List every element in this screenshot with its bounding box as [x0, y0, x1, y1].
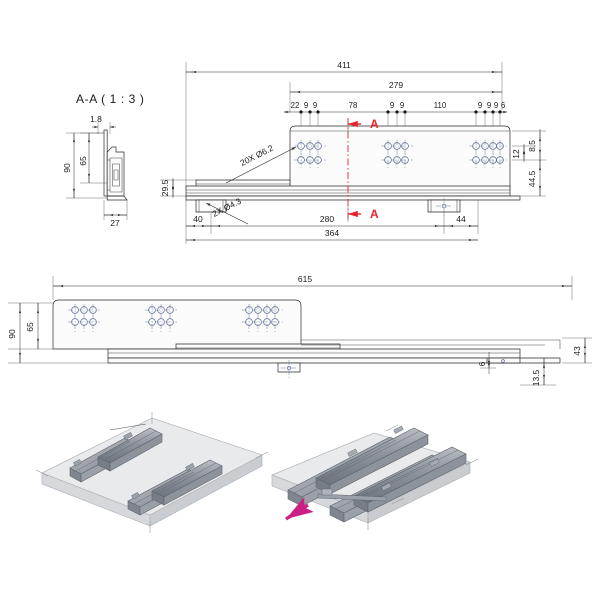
dim-label-8-5: 8.5	[527, 140, 537, 152]
dim-chain-8: 9	[487, 101, 491, 110]
dim-label-thickness: 1.8	[90, 114, 102, 124]
dim-label-364: 364	[325, 228, 339, 238]
section-letter-top: A	[370, 117, 379, 131]
dim-overall-411: 411	[185, 60, 503, 190]
dim-total-height-90: 90	[62, 132, 107, 199]
middle-hole-group-middle	[145, 304, 177, 332]
dim-chain-9: 9	[494, 101, 498, 110]
dim-label-width: 27	[110, 218, 120, 228]
hole-group-right	[469, 140, 508, 170]
dim-label-overall-411: 411	[337, 60, 351, 70]
dim-middle-right-verticals: 43 13.5	[520, 337, 592, 386]
middle-view-body	[52, 299, 561, 378]
iso-view-extended	[271, 424, 479, 530]
dim-label-615: 615	[298, 274, 312, 284]
dim-label-total-height: 90	[62, 163, 72, 173]
middle-hole-group-right	[242, 304, 283, 332]
dim-label-12: 12	[511, 149, 521, 159]
middle-hole-group-left	[68, 304, 100, 332]
section-profile-geometry	[103, 129, 128, 201]
dim-left-vertical-29-5: 29.5	[160, 178, 196, 198]
dim-chain-4: 9	[390, 101, 394, 110]
dim-middle-left-verticals: 65 90	[7, 302, 108, 364]
dim-label-65: 65	[25, 322, 35, 332]
hole-group-middle	[381, 140, 413, 170]
dim-overall-615: 615	[52, 274, 573, 300]
pull-direction-arrow	[285, 496, 314, 521]
dim-secondary-279: 279	[289, 80, 502, 112]
dim-width-27: 27	[103, 200, 128, 228]
section-view-title: A-A ( 1 : 3 )	[76, 92, 145, 106]
section-line-a-a: A A	[347, 117, 379, 222]
dim-label-6: 6	[477, 361, 487, 366]
middle-view: 615	[7, 274, 592, 386]
iso-rail-lower-left	[127, 459, 223, 516]
dim-label-43: 43	[572, 346, 582, 356]
dim-chain-6: 110	[434, 101, 447, 110]
dim-label-inner-height: 65	[78, 156, 88, 166]
section-letter-bottom: A	[370, 207, 379, 221]
dim-label-44-5: 44.5	[527, 170, 537, 187]
dim-label-44: 44	[456, 214, 466, 224]
dim-label-13-5: 13.5	[531, 369, 541, 386]
dim-chain-5: 9	[400, 101, 404, 110]
dim-thickness-1-8: 1.8	[90, 114, 116, 134]
dim-label-40: 40	[193, 214, 203, 224]
section-view-a-a: A-A ( 1 : 3 ) 1.8	[62, 92, 145, 228]
dim-label-280: 280	[320, 214, 334, 224]
dim-right-verticals: 12 8.5 44.5	[511, 129, 546, 197]
dim-chain-10: 6	[501, 101, 505, 110]
dim-middle-small-6: 6	[477, 352, 496, 374]
iso-view-retracted	[35, 412, 269, 533]
dim-label-secondary-279: 279	[389, 80, 403, 90]
dim-chain-7: 9	[478, 101, 482, 110]
dim-chain-2: 9	[313, 101, 317, 110]
dim-bottom-chain: 40 280 44 364	[185, 200, 479, 244]
top-view: 411 279	[160, 60, 546, 244]
dim-chain-1: 9	[304, 101, 308, 110]
iso-rail-upper-left	[69, 423, 163, 483]
dim-chain-0: 22	[291, 101, 300, 110]
dim-chain-3: 78	[349, 101, 358, 110]
dim-label-29-5: 29.5	[160, 179, 170, 196]
hole-group-left	[294, 140, 326, 170]
dim-label-90: 90	[7, 329, 17, 339]
